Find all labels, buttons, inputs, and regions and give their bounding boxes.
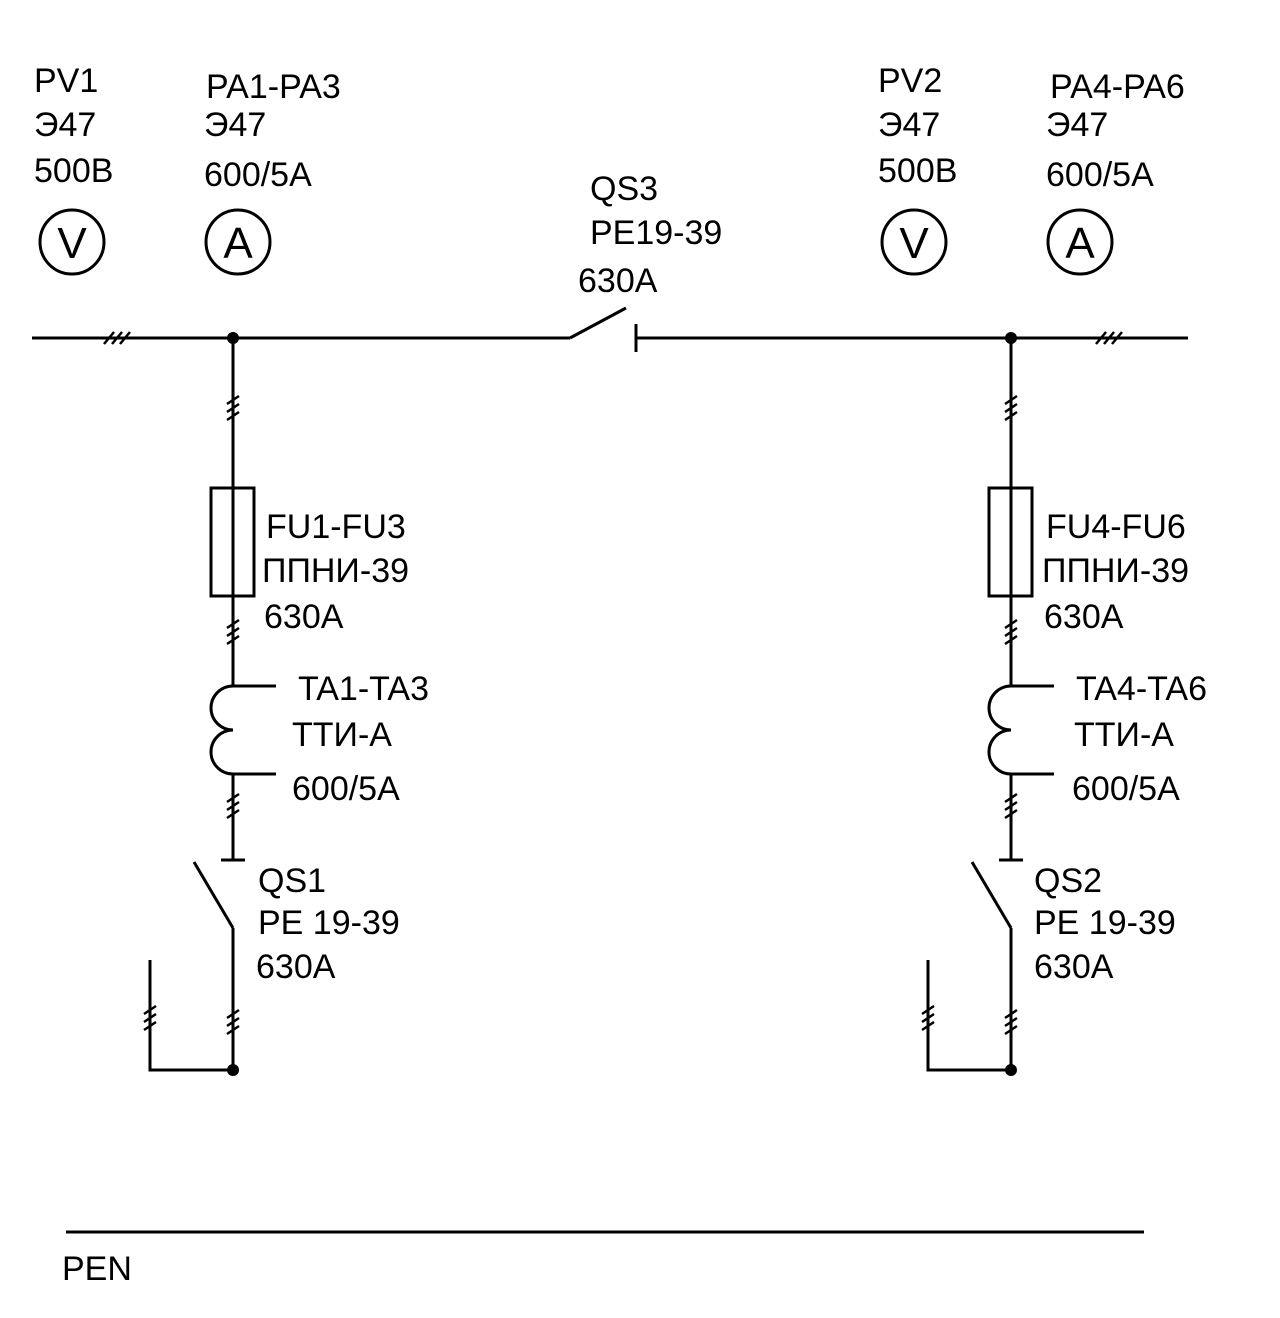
tie-switch-label: QS3 РЕ19-39 630А (578, 170, 722, 300)
right-switch-label: QS2 РЕ 19-39 630А (1034, 862, 1176, 986)
fu4-id: FU4-FU6 (1046, 508, 1186, 546)
right-ct-label: TA4-TA6 ТТИ-А 600/5А (1072, 670, 1207, 808)
left-ammeter-label: PA1-PA3 Э47 600/5А (204, 68, 341, 194)
ammeter-icon: A (204, 208, 272, 276)
ta4-id: TA4-TA6 (1076, 670, 1207, 708)
ammeter-symbol: A (1065, 219, 1095, 268)
disconnect-switch-icon (192, 858, 245, 929)
voltmeter-symbol: V (899, 219, 929, 268)
right-ammeter-label: PA4-PA6 Э47 600/5А (1046, 68, 1185, 194)
qs2-model: РЕ 19-39 (1034, 904, 1176, 942)
feeder-junction (227, 1064, 239, 1076)
pa4-rating: 600/5А (1046, 156, 1154, 194)
voltmeter-icon: V (38, 208, 106, 276)
bus-phase-ticks-right (1095, 331, 1123, 345)
tie-switch-blade (569, 306, 627, 340)
phase-ticks (143, 1004, 157, 1032)
pv1-id: PV1 (34, 62, 98, 100)
qs2-rating: 630А (1034, 948, 1114, 986)
right-feeder (921, 338, 1054, 1076)
ta4-rating: 600/5А (1072, 770, 1180, 808)
fu1-id: FU1-FU3 (266, 508, 406, 546)
pv2-model: Э47 (878, 106, 940, 144)
phase-ticks (921, 1004, 935, 1032)
feeder-junction (1005, 1064, 1017, 1076)
fu4-model: ППНИ-39 (1042, 552, 1189, 590)
pa1-id: PA1-PA3 (206, 68, 341, 106)
voltmeter-symbol: V (57, 219, 87, 268)
pa4-id: PA4-PA6 (1050, 68, 1185, 106)
current-transformer-icon (987, 684, 1054, 776)
pen-conductor: PEN (62, 1230, 1144, 1288)
pv2-id: PV2 (878, 62, 942, 100)
ta1-model: ТТИ-А (292, 716, 392, 754)
phase-ticks (226, 618, 240, 646)
qs3-rating: 630А (578, 262, 658, 300)
qs1-model: РЕ 19-39 (258, 904, 400, 942)
phase-ticks (226, 792, 240, 820)
phase-ticks (1004, 792, 1018, 820)
pa4-model: Э47 (1046, 106, 1108, 144)
phase-ticks (1004, 618, 1018, 646)
phase-ticks (226, 394, 240, 422)
qs1-rating: 630А (256, 948, 336, 986)
fu1-rating: 630А (264, 598, 344, 636)
pv1-rating: 500В (34, 152, 113, 190)
phase-ticks (226, 1008, 240, 1036)
ta4-model: ТТИ-А (1074, 716, 1174, 754)
phase-ticks (1004, 1008, 1018, 1036)
qs3-model: РЕ19-39 (590, 214, 722, 252)
right-fuse-label: FU4-FU6 ППНИ-39 630А (1042, 508, 1189, 636)
pv2-rating: 500В (878, 152, 957, 190)
phase-ticks (1004, 394, 1018, 422)
fuse-icon (987, 486, 1034, 598)
left-fuse-label: FU1-FU3 ППНИ-39 630А (262, 508, 409, 636)
ta1-id: TA1-TA3 (298, 670, 429, 708)
fu4-rating: 630А (1044, 598, 1124, 636)
fuse-icon (209, 486, 256, 598)
main-bus (32, 306, 1188, 352)
current-transformer-icon (209, 684, 276, 776)
ta1-rating: 600/5А (292, 770, 400, 808)
pa1-model: Э47 (204, 106, 266, 144)
pv1-model: Э47 (34, 106, 96, 144)
right-voltmeter-label: PV2 Э47 500В (878, 62, 957, 190)
left-feeder (143, 338, 276, 1076)
voltmeter-icon: V (880, 208, 948, 276)
pa1-rating: 600/5А (204, 156, 312, 194)
left-voltmeter-label: PV1 Э47 500В (34, 62, 113, 190)
left-ct-label: TA1-TA3 ТТИ-А 600/5А (292, 670, 429, 808)
ammeter-icon: A (1046, 208, 1114, 276)
fu1-model: ППНИ-39 (262, 552, 409, 590)
bus-phase-ticks-left (103, 331, 131, 345)
qs2-id: QS2 (1034, 862, 1102, 900)
qs1-id: QS1 (258, 862, 326, 900)
qs3-id: QS3 (590, 170, 658, 208)
pen-label: PEN (62, 1250, 132, 1288)
disconnect-switch-icon (970, 858, 1023, 929)
left-switch-label: QS1 РЕ 19-39 630А (256, 862, 400, 986)
ammeter-symbol: A (223, 219, 253, 268)
